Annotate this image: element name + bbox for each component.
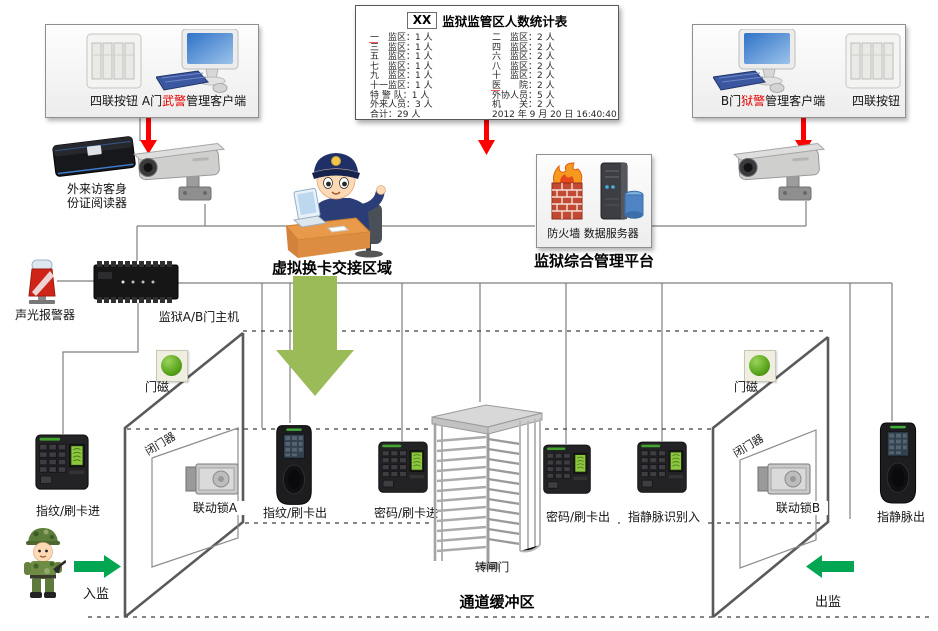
stats-left-column: 一 监区：1 人 三 监区：1 人 五 监区：1 人 七 监区：1 人 九 监区… [370, 33, 433, 120]
sound-light-alarm-icon [24, 258, 60, 304]
signal-wires [57, 116, 893, 519]
client-computer-icon [713, 29, 799, 93]
table-row: 特 警 队：1 人 [370, 90, 430, 101]
platform-title: 监狱综合管理平台 [533, 252, 654, 270]
handover-arrow-down-icon [276, 276, 354, 396]
fingerprint-card-in-label: 指纹/刷卡进 [35, 504, 101, 518]
finger-vein-in-reader-icon [636, 441, 688, 495]
password-card-out-reader-icon [542, 444, 592, 496]
quad-button-icon [845, 33, 901, 89]
table-row: 十一监区：1 人 [370, 80, 433, 91]
platform-panel: 防火墙 数据服务器 [536, 154, 652, 248]
exit-arrow-icon [806, 555, 854, 578]
gate-controller-label: 监狱A/B门主机 [158, 310, 240, 324]
stats-table-title-text: 监狱监管区人数统计表 [442, 14, 568, 29]
password-card-out-label: 密码/刷卡出 [540, 510, 616, 524]
table-row: 三 监区：1 人 [370, 42, 433, 53]
firewall-icon [551, 162, 583, 220]
password-card-in-label: 密码/刷卡进 [368, 506, 444, 520]
gate-a-frame [123, 331, 245, 619]
table-row: 九 监区：1 人 [370, 71, 433, 82]
finger-vein-out-label: 指静脉出 [873, 510, 929, 524]
gate-a-client-panel: 四联按钮 A门武警管理客户端 [45, 24, 259, 118]
table-row: 六 监区：2 人 [492, 52, 555, 63]
table-row: 医 院：2 人 [492, 80, 555, 91]
stats-timestamp: 2012 年 9 月 20 日 16:40:40 [492, 109, 617, 120]
door-magnet-led-icon [749, 355, 770, 376]
table-row: 二 监区：2 人 [492, 33, 555, 43]
officer-at-desk-illustration [285, 153, 386, 258]
table-row: 外协人员：5 人 [492, 90, 555, 101]
gate-b-frame [711, 335, 830, 619]
prison-name-placeholder: XX [406, 12, 438, 29]
soldier-illustration [24, 528, 66, 598]
table-row: 机 关：2 人 [492, 100, 555, 111]
table-row: 合计：29 人 [370, 109, 421, 120]
gate-controller-icon [93, 260, 179, 304]
fingerprint-card-out-label: 指纹/刷卡出 [255, 506, 335, 520]
fingerprint-card-out-reader-icon [270, 422, 318, 508]
door-magnet-a-label: 门磁 [144, 380, 169, 394]
sound-light-alarm-label: 声光报警器 [14, 308, 75, 322]
platform-panel-label: 防火墙 数据服务器 [547, 227, 639, 240]
door-magnet-a [156, 350, 188, 382]
enter-arrow-icon [74, 555, 121, 578]
gate-a-camera-icon [133, 139, 235, 207]
interlock-a-label: 联动锁A [185, 501, 245, 515]
spellcheck-underline [369, 42, 378, 43]
turnstile-icon [431, 404, 543, 570]
stats-right-column: 二 监区：2 人 四 监区：2 人 六 监区：2 人 八 监区：2 人 十 监区… [492, 33, 617, 120]
door-magnet-b-label: 门磁 [733, 380, 758, 394]
turnstile-label: 转闸门 [474, 560, 510, 574]
table-row: 一 监区：1 人 [370, 33, 433, 43]
table-row: 十 监区：2 人 [492, 71, 555, 82]
gate-b-client-label: B门狱警管理客户端 [720, 94, 826, 108]
enter-label: 入监 [82, 587, 109, 602]
door-magnet-b [744, 350, 776, 382]
interlock-b-label: 联动锁B [768, 501, 828, 515]
spellcheck-underline [491, 90, 500, 91]
data-server-icon [600, 162, 644, 220]
headcount-stats-table: XX 监狱监管区人数统计表 一 监区：1 人 三 监区：1 人 五 监区：1 人… [355, 5, 619, 120]
red-arrows [140, 118, 812, 155]
finger-vein-in-label: 指静脉识别入 [620, 510, 708, 524]
table-row: 外来人员：3 人 [370, 100, 433, 111]
quad-button-label: 四联按钮 [89, 94, 138, 108]
finger-vein-out-reader-icon [872, 421, 924, 505]
exit-label: 出监 [814, 595, 841, 610]
table-row: 七 监区：1 人 [370, 61, 433, 72]
interlock-a-icon [184, 462, 240, 496]
virtual-card-area-title: 虚拟换卡交接区域 [271, 259, 392, 277]
stats-table-title: XX 监狱监管区人数统计表 [356, 11, 618, 30]
gate-b-client-panel: B门狱警管理客户端 四联按钮 [692, 24, 906, 118]
gate-a-client-label: A门武警管理客户端 [141, 94, 247, 108]
fingerprint-card-in-reader-icon [34, 434, 90, 492]
buffer-zone-title: 通道缓冲区 [459, 593, 535, 611]
table-row: 八 监区：2 人 [492, 61, 555, 72]
table-row: 五 监区：1 人 [370, 52, 433, 63]
quad-button-label: 四联按钮 [851, 94, 900, 108]
door-magnet-led-icon [161, 355, 182, 376]
password-card-in-reader-icon [377, 441, 429, 495]
quad-button-icon [86, 33, 142, 89]
table-row: 四 监区：2 人 [492, 42, 555, 53]
gate-b-camera-icon [733, 139, 835, 207]
door-leaf-outlines [151, 427, 817, 569]
visitor-id-reader-icon [50, 131, 138, 181]
interlock-b-icon [756, 462, 812, 496]
client-computer-icon [156, 29, 242, 93]
visitor-id-reader-label: 外来访客身 份证阅读器 [66, 182, 127, 210]
